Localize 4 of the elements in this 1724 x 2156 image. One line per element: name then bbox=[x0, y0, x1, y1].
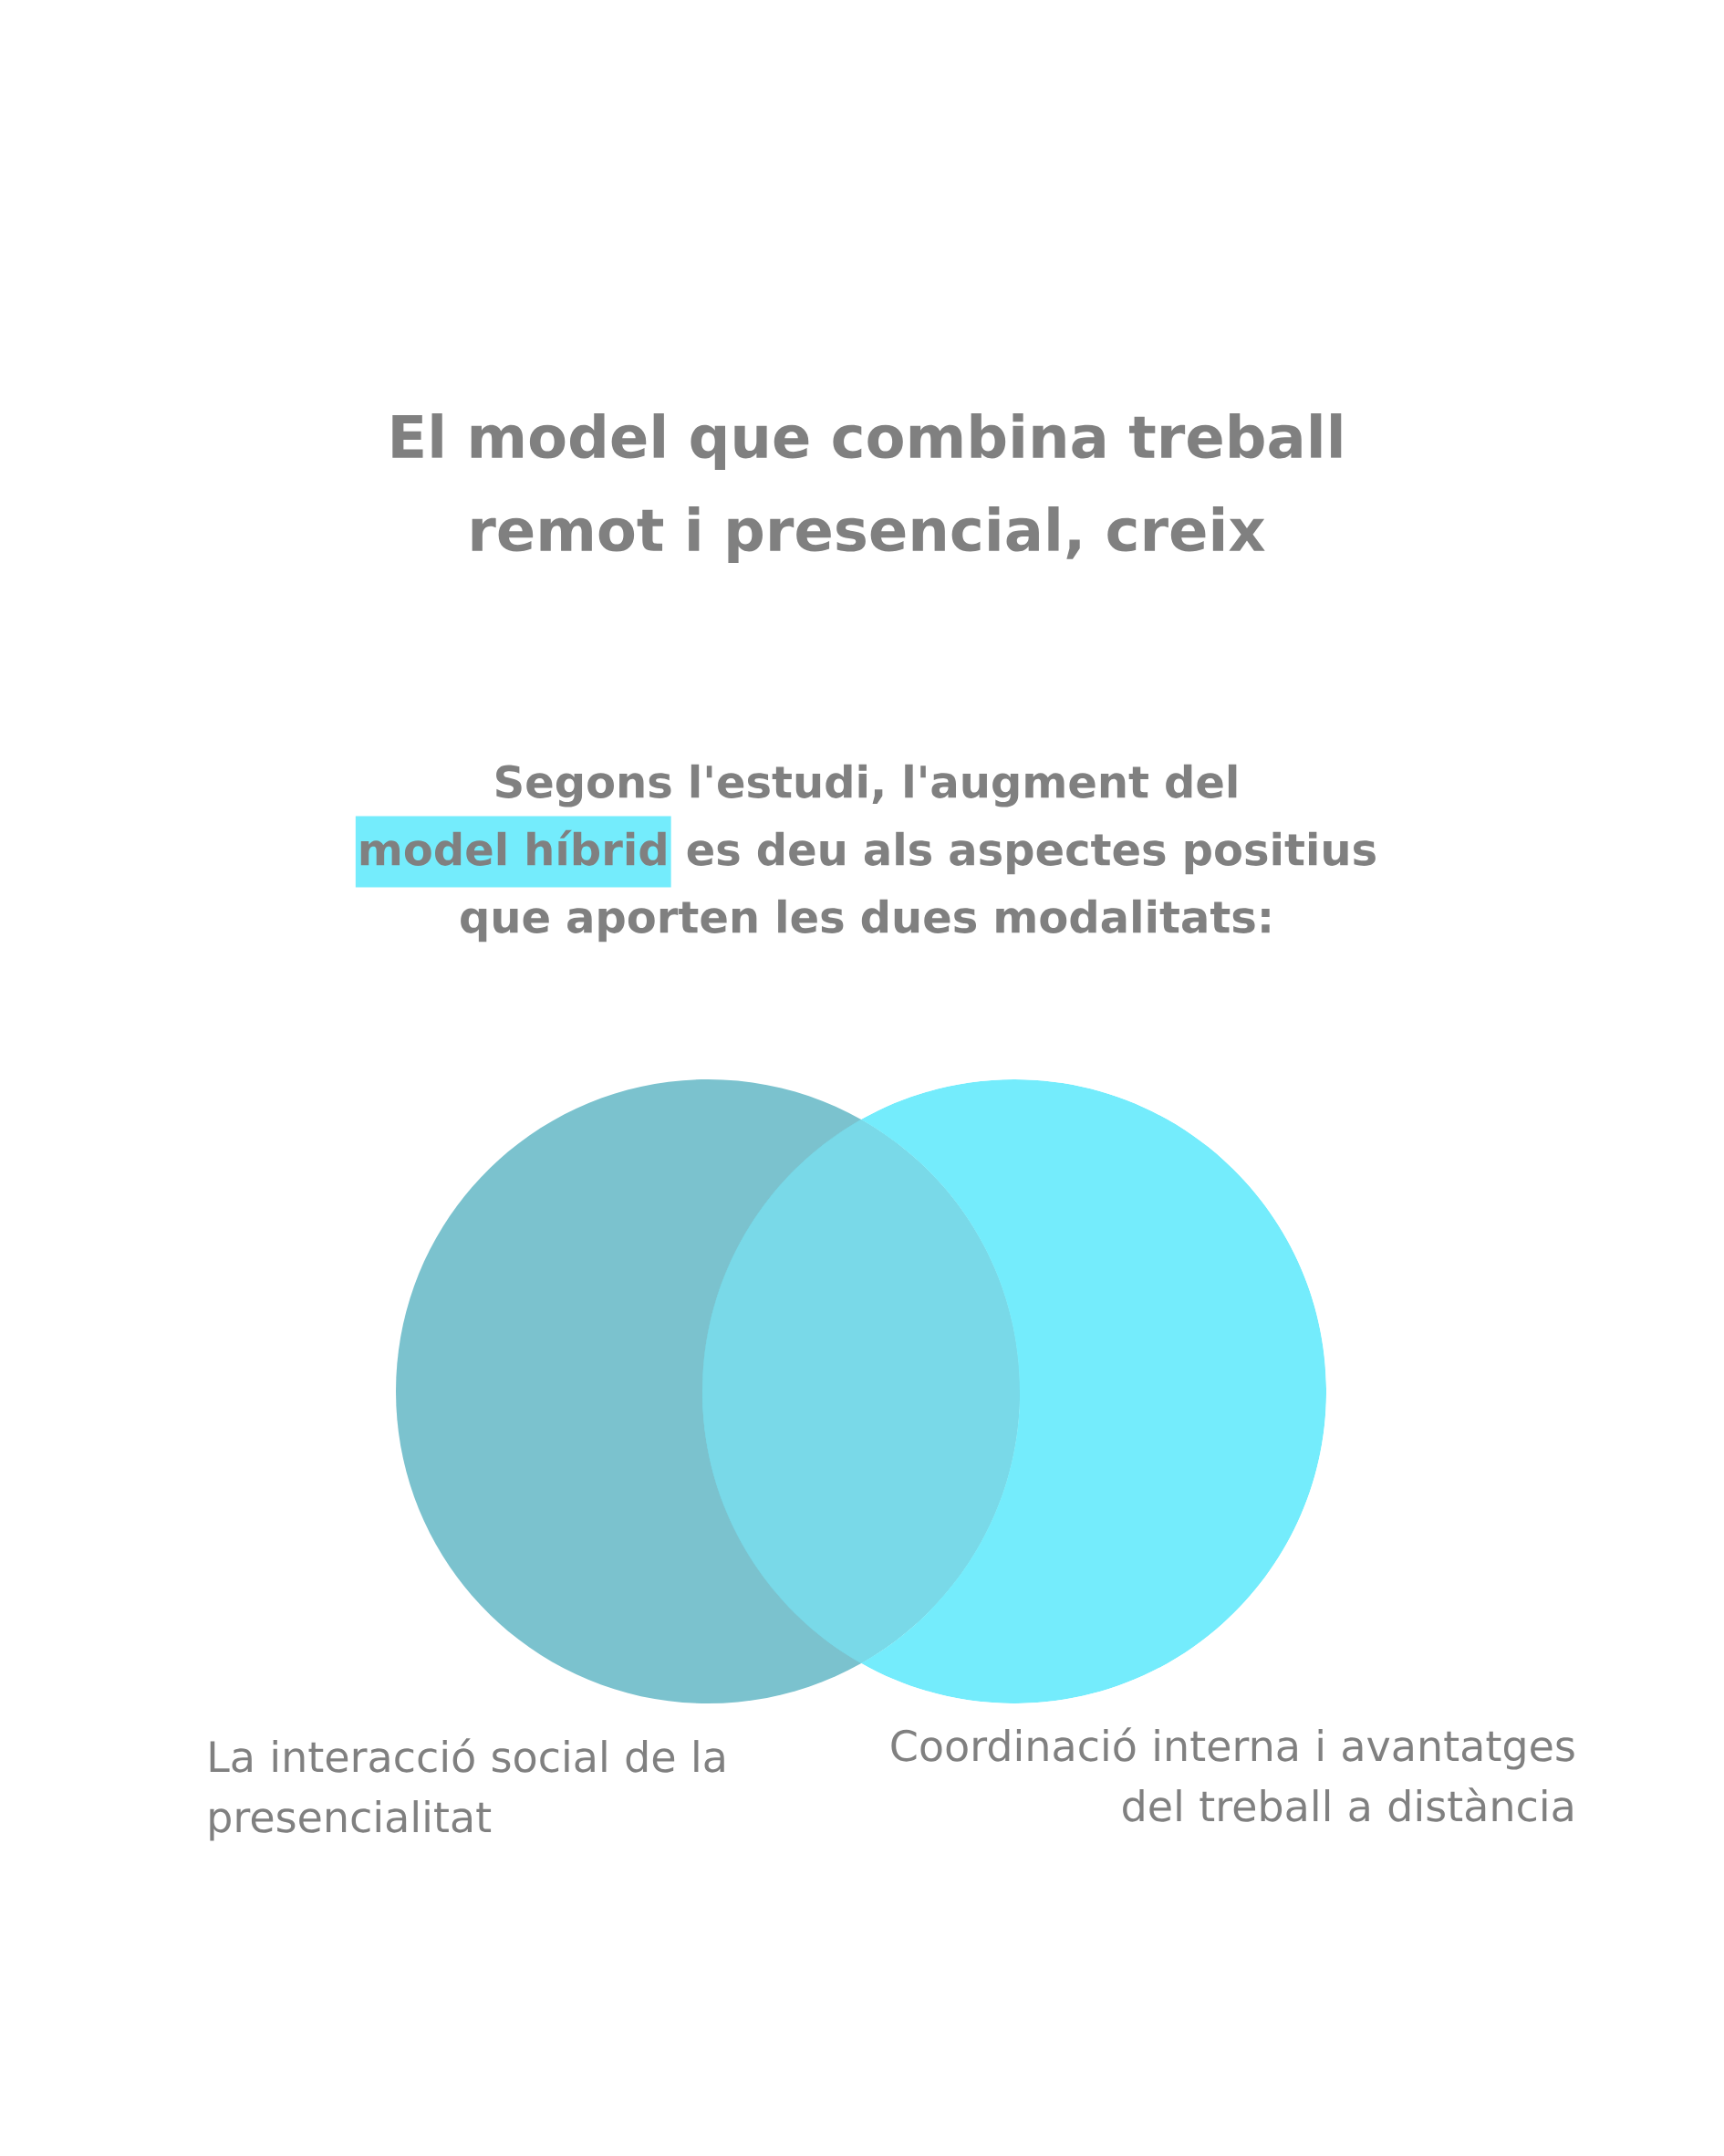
circle-caption: Coordinació interna i avantatges del treball a distància bbox=[891, 1727, 1574, 1822]
subtitle: Segons l'estudi, l'augment del model híbrid es deu als aspectes positius que aporten les dues modalitats: bbox=[355, 764, 1376, 943]
circle-caption: La interacció social de la presencialitat bbox=[210, 1738, 724, 1841]
title: El model que combina treball remot i presencial, creix bbox=[392, 413, 1342, 563]
